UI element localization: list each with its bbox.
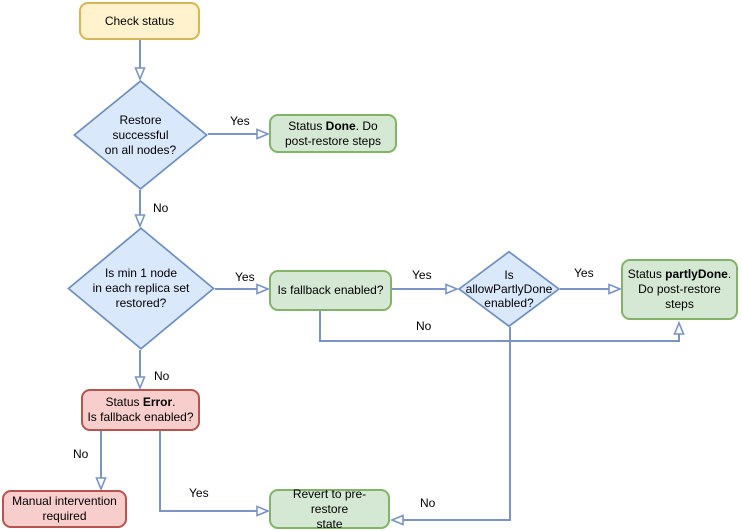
edge-label-no-to-revert: No	[419, 496, 437, 510]
edge-error-yes-to-revert	[159, 431, 271, 517]
line-1: Revert to pre-restore	[292, 486, 367, 516]
node-fallback-enabled: Is fallback enabled?	[269, 270, 392, 311]
line-2: required	[42, 509, 87, 523]
edge-label-yes-to-fallback: Yes	[234, 270, 256, 284]
text: Do post-restore	[638, 282, 721, 296]
text: Is fallback enabled?	[87, 410, 194, 424]
bold-text: Error	[142, 395, 173, 409]
line-2: state	[316, 516, 343, 531]
edge-fallback-no-to-partlydone	[319, 311, 685, 342]
node-check-status: Check status	[79, 2, 200, 40]
line-1: Restore	[119, 112, 162, 127]
edge-label-no-to-manual: No	[72, 447, 90, 461]
line-3: restored?	[115, 296, 167, 310]
line-3: on all nodes?	[104, 142, 177, 157]
text: . Do	[355, 118, 378, 133]
text: Status	[105, 395, 143, 409]
edge-label-yes-to-allowpartly: Yes	[411, 268, 433, 282]
diamond-shape	[73, 80, 208, 190]
edge-label-no-fallback: No	[415, 319, 433, 333]
bold-text: partlyDone	[665, 267, 728, 281]
node-status-error: Status Error.Is fallback enabled?	[81, 389, 200, 431]
text: Status	[288, 118, 326, 133]
line-1: Is	[504, 268, 514, 282]
diamond-shape	[67, 227, 215, 350]
edge-label-no-to-minnode: No	[152, 201, 170, 215]
node-check-status-label: Check status	[104, 13, 175, 28]
line-2: successful	[112, 127, 169, 142]
line-2: allowPartlyDone	[465, 282, 553, 296]
edge-allowpartly-no-to-revert	[389, 327, 511, 526]
node-status-error-label: Status Error.Is fallback enabled?	[87, 395, 193, 425]
edge-label-yes-to-done: Yes	[229, 114, 251, 128]
text: .	[727, 267, 732, 281]
text: .	[172, 395, 176, 409]
line-3: enabled?	[484, 296, 534, 310]
edge-label-no-to-error: No	[153, 369, 171, 383]
line-2: in each replica set	[92, 281, 190, 295]
node-fallback-enabled-label: Is fallback enabled?	[277, 283, 384, 297]
edge-label-yes-to-partlydone: Yes	[573, 266, 595, 280]
edge-label-yes-to-revert: Yes	[188, 486, 210, 500]
text: steps	[665, 297, 694, 311]
line-1: Manual intervention	[12, 494, 117, 508]
diamond-shape	[458, 251, 560, 327]
line-1: Is min 1 node	[104, 266, 178, 280]
text: Status	[627, 267, 666, 281]
bold-text: Done	[325, 118, 356, 133]
text: post-restore steps	[284, 133, 382, 148]
